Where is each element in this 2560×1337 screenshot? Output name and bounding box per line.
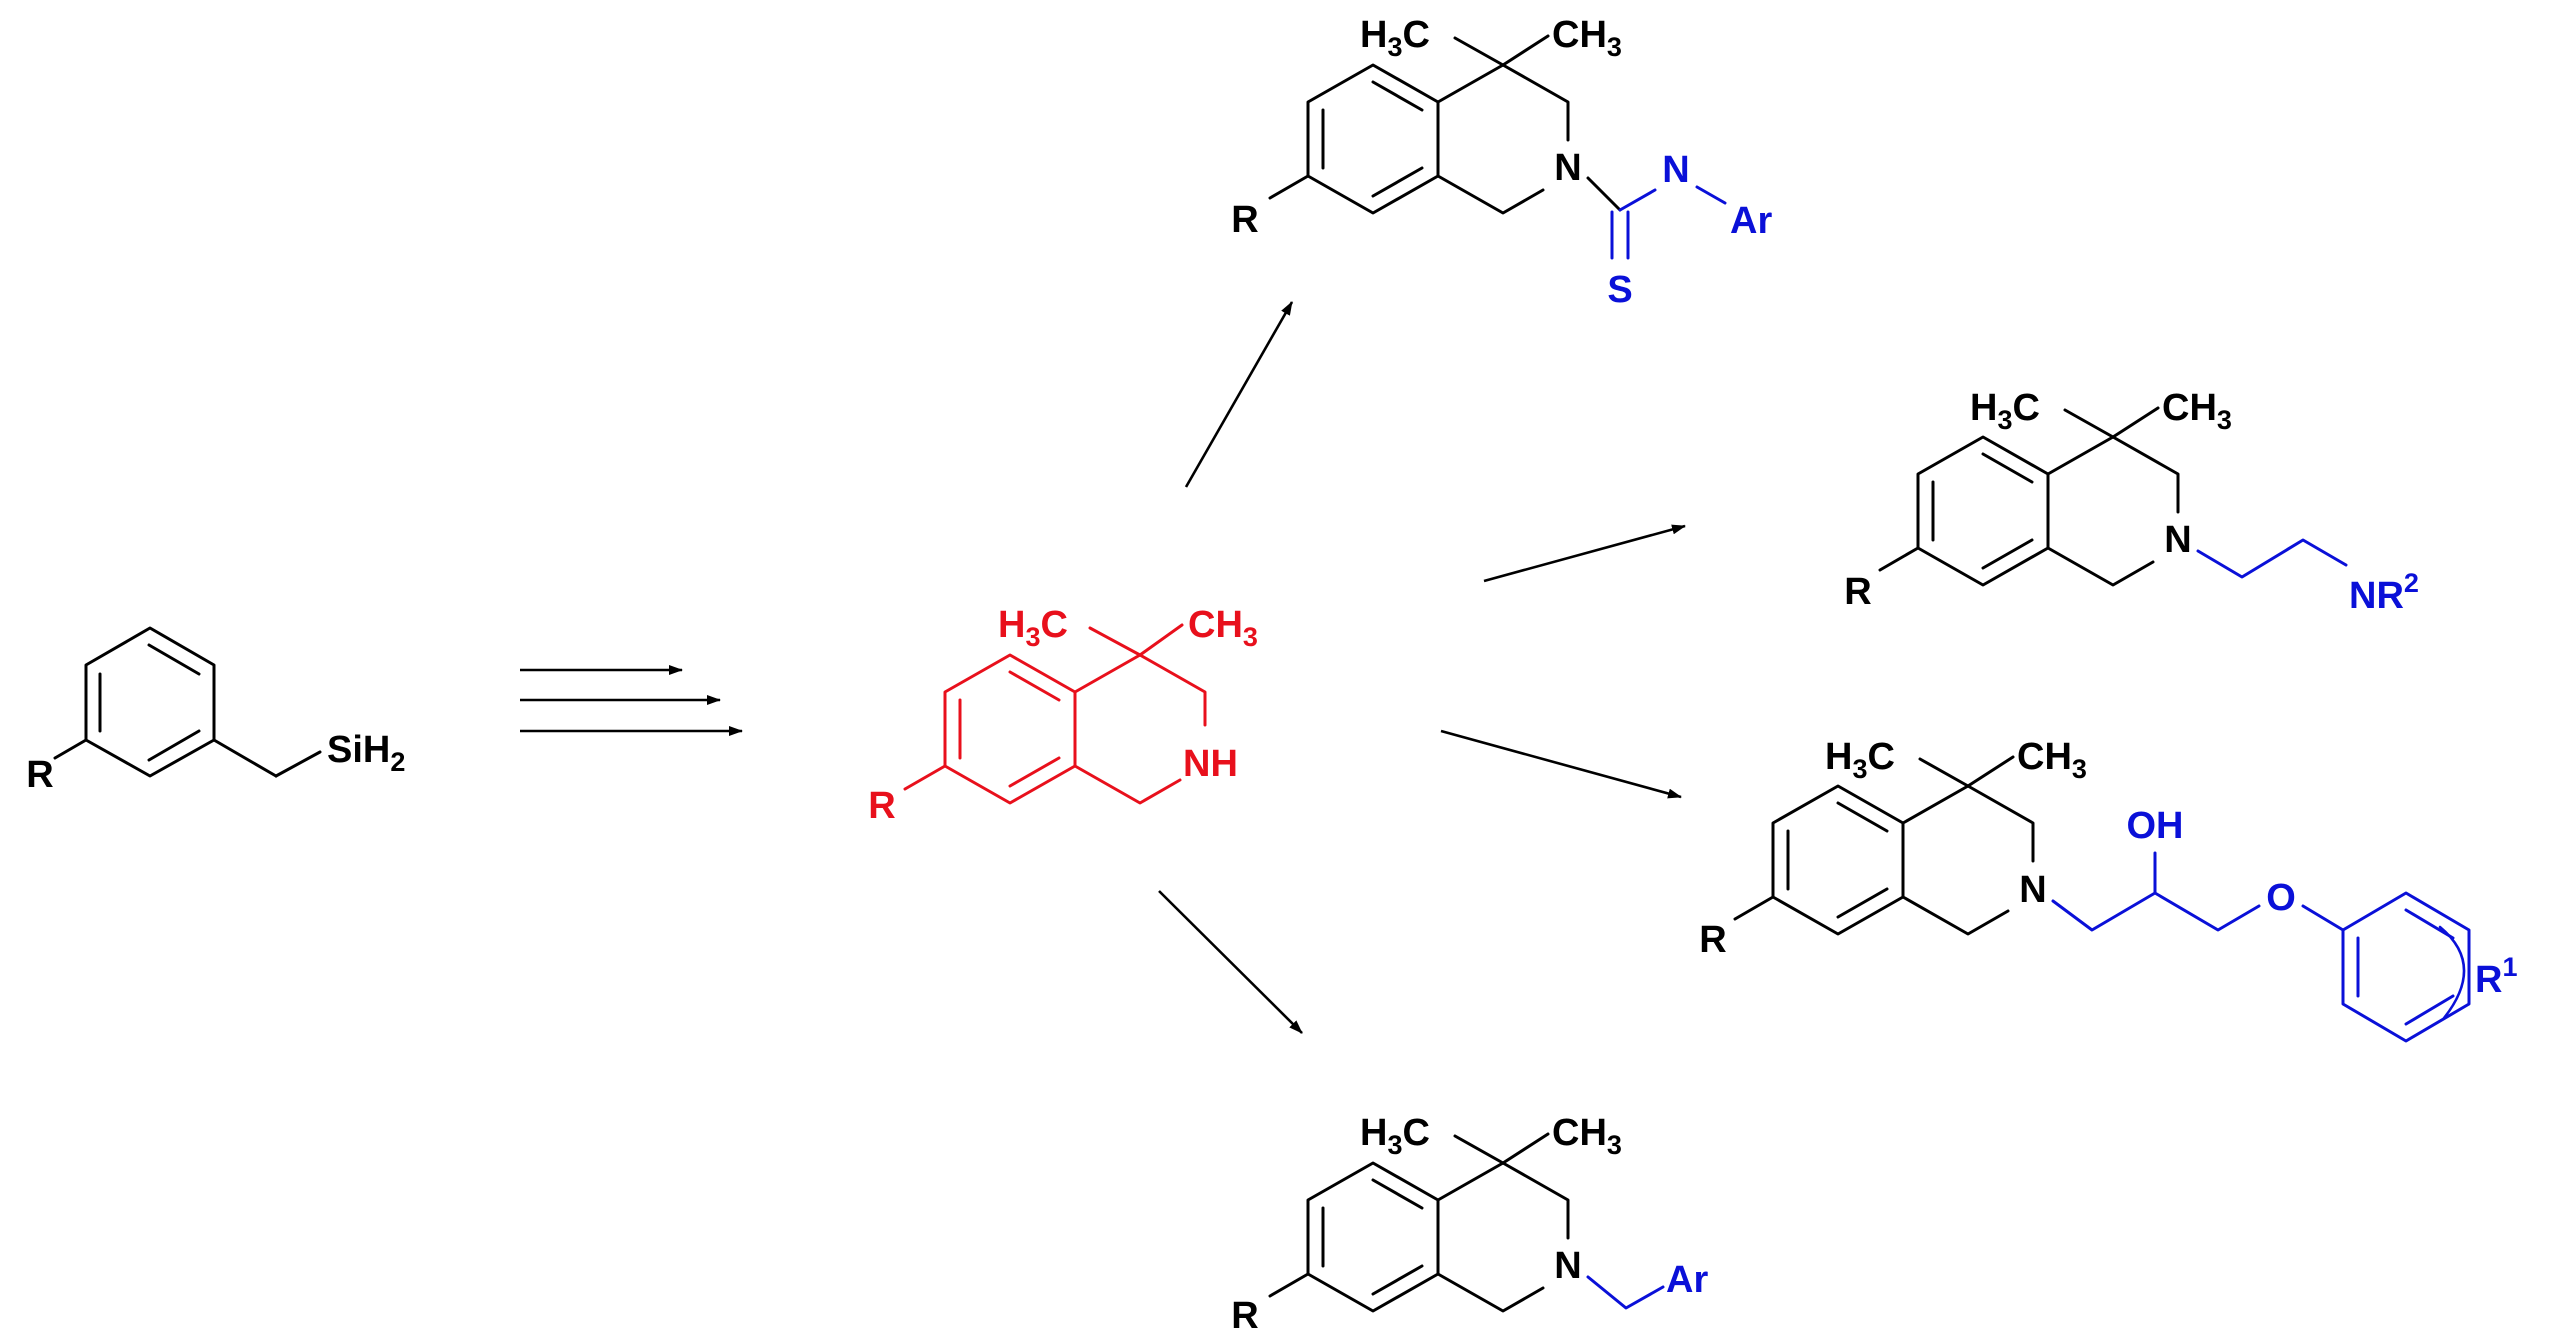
- core-methyl-right: CH3: [1188, 604, 1258, 652]
- product-arrows: [1158, 301, 1686, 1034]
- aminoethyl-terminal-amine: NR2: [2349, 568, 2419, 617]
- benzene-ring: [84, 626, 216, 778]
- aminoethyl-methyl-right: CH3: [2162, 387, 2232, 435]
- core-methyl-left: H3C: [998, 604, 1068, 652]
- product-aryloxypropanolamine: H3C CH3 N OH O R1 R: [1699, 736, 2517, 1043]
- starting-material-benzylsilane: R SiH2: [26, 626, 405, 796]
- arylmethyl-methyl-right: CH3: [1552, 1112, 1622, 1160]
- core-substituent-r: R: [868, 785, 895, 827]
- arylmethyl-ring-bonds: [1268, 1132, 1570, 1313]
- aminoethyl-methyl-left: H3C: [1970, 387, 2040, 435]
- thiourea-sulfur: S: [1607, 269, 1632, 311]
- arylmethyl-linker: [1586, 1275, 1665, 1310]
- thiourea-aryl: Ar: [1730, 200, 1772, 242]
- propanolamine-chain: [2051, 851, 2345, 932]
- silyl-label: SiH2: [327, 729, 405, 777]
- thiourea-substituent-r: R: [1231, 199, 1258, 241]
- arylmethyl-substituent-r: R: [1231, 1295, 1258, 1337]
- propanolamine-methyl-left: H3C: [1825, 736, 1895, 784]
- arylmethyl-aryl: Ar: [1666, 1259, 1708, 1301]
- core-ring-bonds: [903, 623, 1207, 805]
- thiourea-nh-n: N: [1662, 149, 1689, 191]
- thiourea-methyl-right: CH3: [1552, 14, 1622, 62]
- aminoethyl-ring-bonds: [1878, 406, 2180, 587]
- propanolamine-substituent-r: R: [1699, 919, 1726, 961]
- phenoxy-ring: [2341, 891, 2471, 1043]
- core-amine-nh: NH: [1183, 743, 1238, 785]
- arylmethyl-methyl-left: H3C: [1360, 1112, 1430, 1160]
- product-aminoethyl: H3C CH3 N NR2 R: [1844, 387, 2419, 617]
- thiourea-bonds: [1610, 185, 1727, 260]
- propanolamine-methyl-right: CH3: [2017, 736, 2087, 784]
- product-thiourea: H3C CH3 N N S Ar R: [1231, 14, 1772, 311]
- bond-ring-ch2: [212, 738, 278, 778]
- thiourea-ring-n: N: [1554, 147, 1581, 189]
- substituent-r: R: [26, 754, 53, 796]
- thiourea-ring-bonds: [1268, 34, 1622, 215]
- propanolamine-ring-bonds: [1733, 755, 2035, 936]
- aminoethyl-ring-n: N: [2164, 519, 2191, 561]
- aminoethyl-linker: [2196, 538, 2348, 579]
- propanolamine-ring-n: N: [2019, 869, 2046, 911]
- thiourea-methyl-left: H3C: [1360, 14, 1430, 62]
- core-tetrahydroisoquinoline: H3C CH3 NH R: [868, 604, 1258, 827]
- arylmethyl-ring-n: N: [1554, 1245, 1581, 1287]
- aminoethyl-substituent-r: R: [1844, 571, 1871, 613]
- multistep-arrows: [520, 665, 743, 736]
- propanolamine-ether-oxygen: O: [2266, 877, 2296, 919]
- product-arylmethyl: H3C CH3 N Ar R: [1231, 1112, 1708, 1337]
- bond-ring-r: [53, 738, 88, 760]
- bond-ch2-si: [274, 750, 322, 778]
- propanolamine-hydroxyl: OH: [2127, 805, 2184, 847]
- phenoxy-substituent-r1: R1: [2475, 952, 2517, 1001]
